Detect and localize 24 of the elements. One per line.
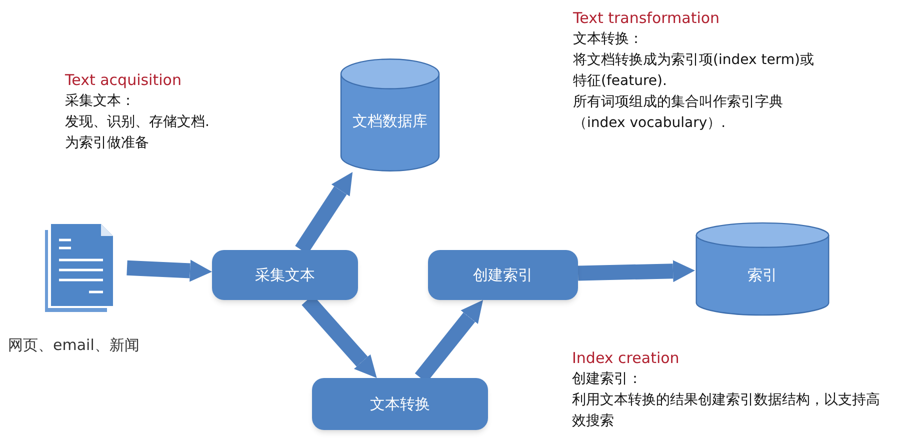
node-label: 文档数据库 [352,110,428,132]
annotation-text: 发现、识别、存储文档. [65,113,210,132]
annotation-text: 为索引做准备 [65,134,150,153]
annotation-text: 采集文本： [65,92,136,111]
annotation-text: 文本转换： [573,30,644,49]
database-cylinder [695,222,830,316]
annotation-heading: Index creation [572,348,680,369]
annotation-heading: Text acquisition [65,70,182,91]
annotation-text: 所有词项组成的集合叫作索引字典（index vocabulary）. [573,93,784,133]
node-label: 采集文本 [255,264,315,286]
annotation-heading: Text transformation [573,8,721,29]
process-box [312,378,488,430]
annotation-text: 利用文本转换的结果创建索引数据结构，以支持高效搜索 [572,391,881,431]
source-caption: 网页、email、新闻 [8,335,140,356]
block-arrow [126,260,212,282]
node-label: 文本转换 [370,394,430,415]
process-box [428,250,578,300]
database-cylinder [340,58,440,172]
node-label: 创建索引 [473,264,533,286]
block-arrow [578,260,695,282]
annotation-text: 创建索引： [572,370,643,389]
process-box [212,250,358,300]
node-label: 索引 [748,264,778,286]
annotation-text: 将文档转换成为索引项(index term)或特征(feature). [573,51,815,91]
